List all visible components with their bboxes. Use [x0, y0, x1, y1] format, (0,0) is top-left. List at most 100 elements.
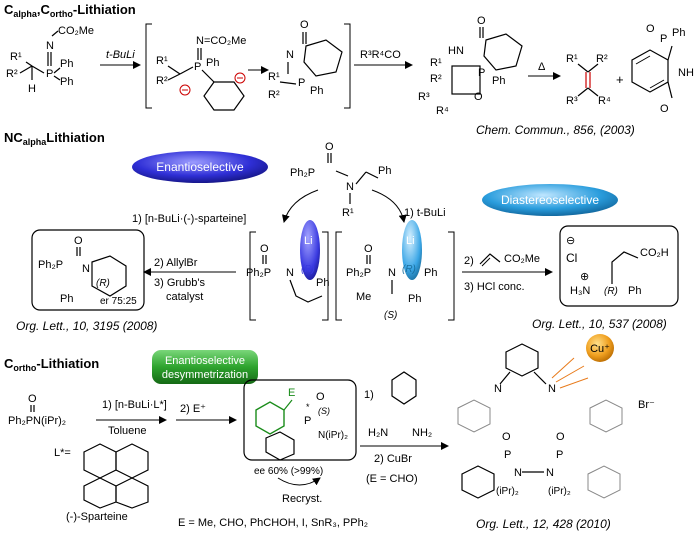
svg-text:HN: HN	[448, 45, 464, 57]
svg-text:N: N	[546, 467, 554, 479]
s3-arrow-1: 1) [n-BuLi·L*] Toluene 2) E⁺	[96, 399, 237, 437]
s3-product: E O * P (S) N(iPr)₂ ee 60% (>99%)	[243, 379, 357, 477]
s2-starting-material: O Ph₂P N Ph R¹	[290, 141, 391, 219]
svg-text:Enantioselective: Enantioselective	[165, 355, 245, 367]
svg-text:R¹: R¹	[430, 57, 442, 69]
svg-text:R¹: R¹	[268, 71, 280, 83]
svg-text:N: N	[82, 263, 90, 275]
svg-text:Ph₂P: Ph₂P	[346, 267, 371, 279]
svg-text:N: N	[46, 40, 54, 52]
svg-text:R¹: R¹	[566, 53, 578, 65]
svg-text:⊕: ⊕	[580, 271, 589, 283]
svg-text:Cortho-Lithiation: Cortho-Lithiation	[4, 356, 99, 373]
svg-text:t-BuLi: t-BuLi	[106, 49, 135, 61]
svg-text:N: N	[388, 267, 396, 279]
s3-reference: Org. Lett., 12, 428 (2010)	[476, 517, 611, 531]
section-2-title: NCalphaLithiation	[4, 130, 105, 147]
svg-text:O: O	[477, 15, 486, 27]
svg-text:Ph: Ph	[672, 27, 685, 39]
svg-text:P: P	[304, 415, 311, 427]
svg-text:Ph: Ph	[628, 285, 641, 297]
svg-text:P: P	[46, 68, 53, 80]
s2-left-reference: Org. Lett., 10, 3195 (2008)	[16, 319, 157, 333]
s2-left-arrow: 2) AllylBr 3) Grubb's catalyst	[143, 257, 236, 303]
svg-text:Cl: Cl	[566, 251, 577, 265]
svg-text:Li: Li	[304, 235, 313, 247]
s1-intermediate-1: N=CO₂Me P Ph R¹ R²	[156, 35, 246, 111]
svg-text:Ph₂P: Ph₂P	[290, 167, 315, 179]
svg-text:Cu⁺: Cu⁺	[590, 343, 610, 355]
svg-text:N: N	[514, 467, 522, 479]
svg-text:Ph: Ph	[310, 85, 323, 97]
svg-text:O: O	[300, 19, 309, 31]
svg-text:(iPr)₂: (iPr)₂	[548, 486, 571, 497]
svg-text:Toluene: Toluene	[108, 425, 147, 437]
s2-left-product: O Ph₂P N (R) Ph er 75:25	[31, 229, 145, 311]
svg-text:NH₂: NH₂	[412, 427, 432, 439]
s2-right-intermediate: Li (R) O Ph₂P N Ph Me Ph (S)	[346, 220, 437, 321]
svg-text:P: P	[478, 67, 485, 79]
svg-text:(R): (R)	[96, 278, 110, 289]
svg-text:Ph: Ph	[424, 267, 437, 279]
svg-text:Ph: Ph	[60, 58, 73, 70]
svg-text:Ph: Ph	[206, 57, 219, 69]
svg-text:H₂N: H₂N	[368, 427, 388, 439]
svg-text:R³R⁴CO: R³R⁴CO	[360, 49, 401, 61]
svg-text:1) [n-BuLi·L*]: 1) [n-BuLi·L*]	[102, 399, 167, 411]
svg-text:(R): (R)	[402, 264, 416, 275]
svg-text:Ph₂P: Ph₂P	[246, 267, 271, 279]
svg-text:N(iPr)₂: N(iPr)₂	[318, 430, 348, 441]
svg-text:N: N	[286, 267, 294, 279]
svg-text:R³: R³	[418, 91, 430, 103]
s2-right-product: ⊖ Cl ⊕ H₃N (R) Ph CO₂H	[559, 225, 679, 307]
s1-starting-material: CO₂Me N P Ph Ph R¹ R² H	[6, 25, 94, 95]
svg-text:desymmetrization: desymmetrization	[162, 369, 248, 381]
svg-text:P: P	[504, 449, 511, 461]
svg-text:NH: NH	[678, 67, 694, 79]
svg-text:Calpha,Cortho-Lithiation: Calpha,Cortho-Lithiation	[4, 2, 136, 19]
svg-text:R¹: R¹	[10, 51, 22, 63]
s3-starting-material: O Ph₂PN(iPr)₂	[8, 393, 66, 427]
copper-complex: N N Cu⁺ Br⁻ O O P P N N (iPr)₂ (iPr)₂	[457, 334, 655, 499]
svg-text:O: O	[74, 235, 83, 247]
svg-text:2) E⁺: 2) E⁺	[180, 403, 206, 415]
s2-left-intermediate: Li (R) O Ph₂P N Ph	[246, 220, 329, 303]
svg-text:2) CuBr: 2) CuBr	[374, 453, 412, 465]
s1-reference: Chem. Commun., 856, (2003)	[476, 123, 635, 137]
svg-text:⊖: ⊖	[566, 235, 575, 247]
svg-text:2): 2)	[464, 255, 474, 267]
svg-text:R¹: R¹	[156, 55, 168, 67]
svg-text:P: P	[298, 77, 305, 89]
svg-text:O: O	[28, 393, 37, 405]
svg-text:P: P	[194, 61, 201, 73]
s3-arrow-2: 1) H₂N NH₂ 2) CuBr (E = CHO)	[360, 371, 449, 485]
svg-text:Ph: Ph	[378, 165, 391, 177]
svg-text:R²: R²	[596, 53, 608, 65]
svg-text:N: N	[346, 181, 354, 193]
svg-text:catalyst: catalyst	[166, 291, 203, 303]
svg-text:P: P	[660, 33, 667, 45]
s1-alkene: R¹ R² R³ R⁴	[566, 53, 611, 107]
svg-text:Me: Me	[356, 291, 371, 303]
s1-intermediate-2: O N P Ph R¹ R²	[268, 19, 343, 101]
s2-right-reference: Org. Lett., 10, 537 (2008)	[532, 317, 667, 331]
svg-text:*: *	[306, 402, 310, 412]
svg-text:R⁴: R⁴	[598, 95, 611, 107]
svg-text:E: E	[288, 387, 295, 399]
svg-text:N: N	[548, 383, 556, 395]
s2-curved-arrows: 1) [n-BuLi·(-)-sparteine] 1) t-BuLi	[132, 189, 446, 225]
svg-text:Ph: Ph	[408, 293, 421, 305]
s1-arrow-1: t-BuLi	[100, 49, 141, 69]
svg-text:ee 60% (>99%): ee 60% (>99%)	[254, 466, 323, 477]
svg-text:NCalphaLithiation: NCalphaLithiation	[4, 130, 105, 147]
svg-text:Ph: Ph	[316, 277, 329, 289]
svg-text:Br⁻: Br⁻	[638, 399, 655, 411]
svg-text:R²: R²	[268, 89, 280, 101]
svg-text:R²: R²	[156, 75, 168, 87]
svg-text:R³: R³	[566, 95, 578, 107]
svg-text:Ph: Ph	[60, 76, 73, 88]
svg-text:2) AllylBr: 2) AllylBr	[154, 257, 198, 269]
svg-text:R¹: R¹	[342, 207, 354, 219]
svg-text:R²: R²	[6, 68, 18, 80]
svg-text:er 75:25: er 75:25	[100, 296, 137, 307]
